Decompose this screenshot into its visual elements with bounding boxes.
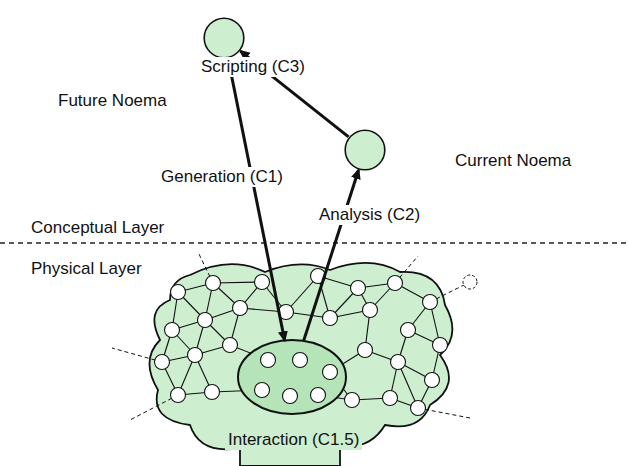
node-shape — [344, 129, 386, 171]
layer-label: Physical Layer — [28, 259, 145, 279]
network-link-dashed — [130, 395, 178, 420]
interaction-node: Interaction (C1.5) — [205, 336, 375, 456]
arrow-connector — [304, 170, 359, 341]
network-node — [351, 281, 366, 296]
node-label: Interaction (C1.5) — [225, 430, 362, 450]
network-node — [283, 389, 298, 404]
network-node — [383, 391, 398, 406]
network-node — [358, 343, 373, 358]
network-node — [293, 353, 308, 368]
edge-label: Generation (C1) — [158, 167, 286, 187]
network-node — [433, 338, 448, 353]
network-node — [401, 323, 416, 338]
network-node — [423, 295, 438, 310]
noema-circle — [204, 18, 244, 58]
interaction-region — [238, 340, 346, 414]
edge-label: Scripting (C3) — [198, 57, 308, 77]
node-shape — [203, 17, 245, 59]
network-node — [411, 401, 426, 416]
network-node — [205, 385, 220, 400]
network-node — [388, 276, 403, 291]
layer-divider — [0, 242, 629, 243]
network-node — [391, 355, 406, 370]
network-node — [363, 303, 378, 318]
network-node — [323, 365, 338, 380]
node-label: Future Noema — [58, 91, 167, 111]
network-node — [155, 355, 170, 370]
network-node — [255, 275, 270, 290]
layer-label: Conceptual Layer — [28, 218, 167, 238]
network-node — [188, 348, 203, 363]
network-node — [345, 393, 360, 408]
network-node — [223, 338, 238, 353]
network-node — [323, 311, 338, 326]
network-cloud — [149, 263, 452, 466]
network-graph — [112, 252, 477, 420]
network-node — [255, 383, 270, 398]
node-shape — [238, 340, 346, 414]
arrow-connector — [228, 59, 285, 341]
noema-node: Current Noema — [340, 125, 580, 180]
edge-label: Analysis (C2) — [316, 205, 423, 225]
network-node — [171, 285, 186, 300]
node-label: Current Noema — [455, 151, 571, 171]
noema-circle — [345, 130, 385, 170]
network-node-dashed — [463, 275, 477, 289]
network-node — [261, 353, 276, 368]
network-node — [233, 301, 248, 316]
network-node — [165, 323, 180, 338]
network-node — [171, 388, 186, 403]
network-node — [425, 373, 440, 388]
network-node — [311, 388, 326, 403]
network-node — [206, 276, 221, 291]
network-node — [198, 313, 213, 328]
